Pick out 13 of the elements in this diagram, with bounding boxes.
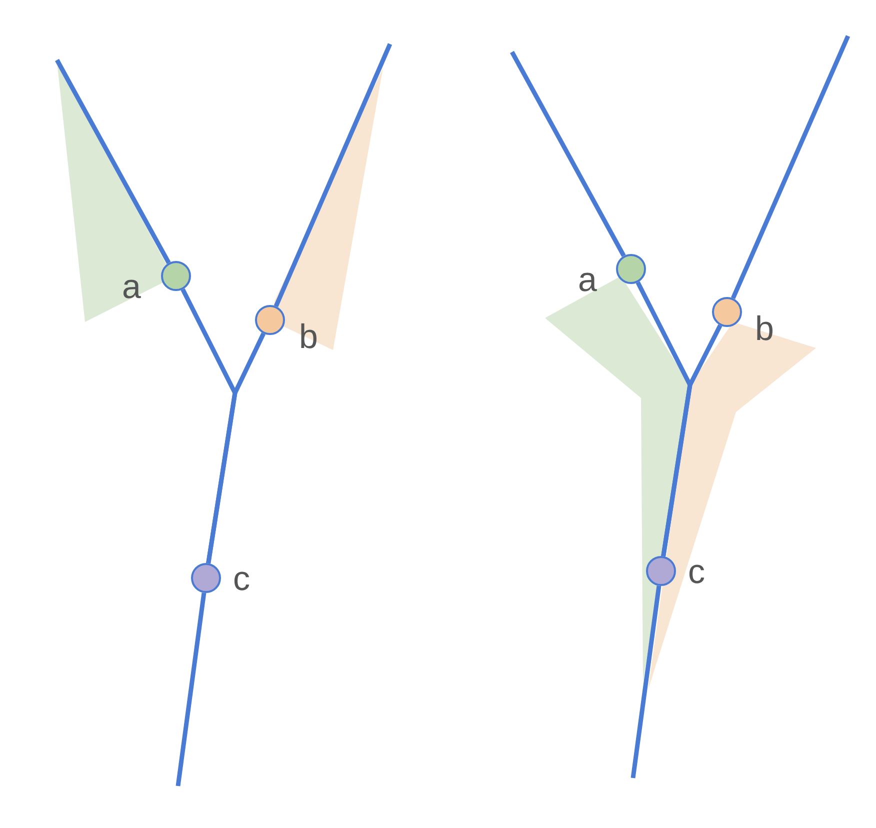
point-marker — [161, 261, 191, 291]
point-label: a — [578, 263, 597, 297]
point-marker — [191, 563, 221, 593]
point-label: b — [755, 312, 774, 346]
point-label: a — [122, 270, 141, 304]
branch-line — [661, 324, 722, 557]
point-marker — [616, 254, 646, 284]
branch-line — [206, 332, 266, 564]
point-label: c — [688, 555, 705, 589]
point-marker — [255, 305, 285, 335]
point-label: c — [233, 562, 250, 596]
point-marker — [712, 297, 742, 327]
point-label: b — [299, 320, 318, 354]
